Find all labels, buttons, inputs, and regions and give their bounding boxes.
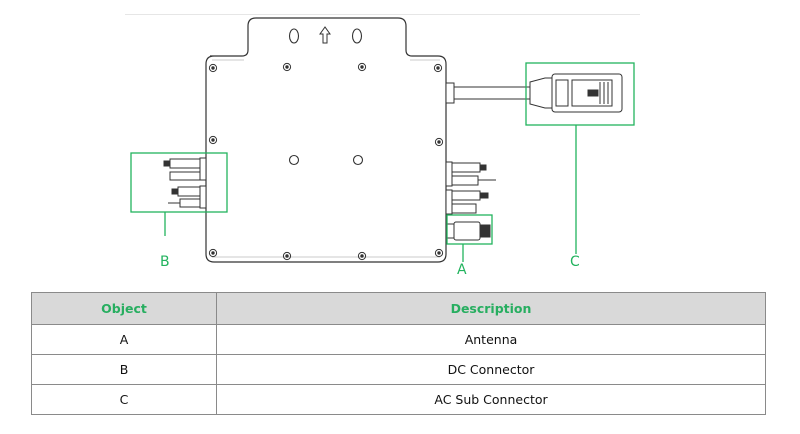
header-object: Object [31, 292, 217, 325]
table-row: A Antenna [31, 324, 766, 355]
header-description: Description [216, 292, 766, 325]
antenna [445, 221, 491, 241]
screws [208, 62, 444, 261]
center-hole [352, 154, 364, 166]
screw-icon [357, 62, 367, 72]
object-cell: B [31, 354, 217, 385]
object-cell: C [31, 384, 217, 415]
screw-icon [434, 137, 444, 147]
mounting-hole-icon [288, 28, 300, 44]
mounting-hole-icon [351, 28, 363, 44]
description-cell: AC Sub Connector [216, 384, 766, 415]
screw-icon [208, 135, 218, 145]
callout-label-b: B [160, 254, 170, 270]
microinverter-diagram [125, 14, 640, 263]
description-cell: Antenna [216, 324, 766, 355]
inverter-body [205, 17, 447, 263]
table-row: B DC Connector [31, 354, 766, 385]
ac-sub-connector [445, 73, 623, 113]
dc-connector-right [445, 161, 496, 215]
screw-icon [208, 248, 218, 258]
callout-label-c: C [570, 254, 580, 270]
up-arrow-icon [319, 26, 331, 44]
object-description-table: Object Description A Antenna B DC Connec… [31, 292, 766, 415]
table-header-row: Object Description [31, 292, 766, 325]
callout-label-a: A [457, 262, 467, 278]
screw-icon [282, 251, 292, 261]
screw-icon [208, 63, 218, 73]
callout-box-c [525, 62, 635, 126]
object-cell: A [31, 324, 217, 355]
screw-icon [433, 63, 443, 73]
callout-box-a [446, 214, 493, 245]
callout-box-b [130, 152, 228, 213]
dc-connector [163, 157, 207, 209]
table-row: C AC Sub Connector [31, 384, 766, 415]
center-hole [288, 154, 300, 166]
screw-icon [357, 251, 367, 261]
screw-icon [434, 248, 444, 258]
description-cell: DC Connector [216, 354, 766, 385]
screw-icon [282, 62, 292, 72]
